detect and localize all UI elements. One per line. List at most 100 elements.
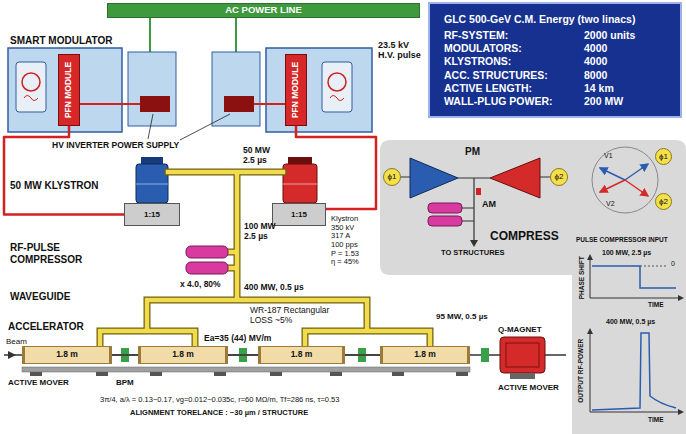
parameter-table-text: RF-SYSTEM: (444, 29, 584, 41)
klystron-body (136, 164, 168, 203)
tank-coil (328, 73, 346, 91)
accelerating-structure: 1.8 m (380, 346, 470, 364)
phasor-vector (625, 164, 648, 180)
compressor-cavity (428, 216, 462, 226)
hv-cable (296, 126, 376, 209)
parameter-table-text: 8000 (584, 69, 635, 81)
compressor-cavity (186, 262, 228, 274)
power-note: 400 MW, 0.5 µs (244, 283, 304, 293)
output-note: TO STRUCTURES (441, 249, 505, 258)
modulation-marker (476, 188, 481, 195)
klystron-body (283, 164, 317, 203)
gain-note: x 4.0, 80% (180, 280, 221, 290)
axis-title: PHASE SHIFT (577, 256, 584, 299)
beam-pipe (345, 354, 380, 356)
pulse-transformer: 1:15 (272, 203, 326, 226)
pfn-module: PFN MODULE (58, 54, 80, 126)
waveguide (100, 172, 430, 346)
section-title: 50 MW KLYSTRON (10, 180, 99, 192)
accelerating-structure: 1.8 m (258, 346, 345, 364)
beam-arrow (8, 351, 16, 359)
active-mover (270, 372, 282, 376)
accelerating-structure-text: 1.8 m (414, 350, 436, 360)
plot-annotation: 100 MW, 2.5 µs (602, 249, 651, 257)
hybrid-line (458, 178, 490, 242)
parameter-table-text: WALL-PLUG POWER: (444, 95, 584, 107)
feed-line (149, 16, 151, 52)
tank-coil (22, 73, 40, 91)
pfn-module-text: PFN MODULE (64, 62, 74, 118)
phasor-vector (625, 180, 648, 196)
bpm-block (481, 348, 489, 362)
active-mover (456, 372, 468, 376)
gradient-note: Ea=35 (44) MV/m (204, 334, 271, 344)
axis-title: TIME (648, 301, 664, 308)
leader-line (180, 114, 230, 140)
beam-pipe (228, 354, 258, 356)
parameter-table-text: GLC 500-GeV C.M. Energy (two linacs) (444, 13, 635, 25)
inverter-block (140, 96, 170, 112)
active-mover (150, 372, 162, 376)
axis-arrow (587, 328, 684, 415)
signal-line (401, 177, 410, 178)
klystron-band (283, 184, 317, 185)
waveguide-note: WR-187 Rectangular LOSS ~5% (250, 306, 346, 326)
waveguide (100, 172, 430, 346)
tank-coil (330, 96, 344, 101)
beam-label: Beam (6, 337, 27, 346)
section-title: ACCELERATOR (8, 321, 84, 333)
zero-reference (640, 266, 667, 267)
phase-input: ϕ1 (383, 168, 401, 186)
active-mover (510, 373, 535, 379)
klystron-cap (288, 157, 312, 164)
inverter-housing (212, 52, 260, 126)
hv-cable (80, 103, 140, 105)
quadrupole-magnet (500, 337, 545, 373)
feed-line (235, 16, 237, 52)
phase-marker-text: ϕ1 (659, 152, 668, 161)
output-arrow (470, 240, 478, 247)
plot-title: PULSE COMPRESSOR INPUT (576, 236, 668, 243)
active-mover (392, 372, 404, 376)
parameter-table-text: ACC. STRUCTURES: (444, 69, 584, 81)
signal-line (540, 177, 550, 178)
accelerating-structure-text: 1.8 m (56, 350, 78, 360)
parameter-table-text: 4000 (584, 55, 635, 67)
power-trace (592, 333, 676, 410)
power-line-band: AC POWER LINE (107, 3, 420, 18)
part-name: PM (465, 146, 480, 158)
phase-input: ϕ2 (550, 168, 568, 186)
accelerating-structure-text: 1.8 m (172, 350, 194, 360)
parameter-table: GLC 500-GeV C.M. Energy (two linacs) RF-S… (428, 2, 682, 118)
parameter-table-text: 14 km (584, 82, 635, 94)
inverter-block (224, 96, 254, 112)
section-title: SMART MODULATOR (10, 35, 112, 47)
active-mover (214, 372, 226, 376)
power-note: 100 MW 2.5 µs (244, 222, 282, 242)
phasor-vector (600, 168, 625, 180)
beam-pipe (112, 354, 138, 356)
accelerating-structure: 1.8 m (22, 346, 112, 364)
klystron-band (136, 184, 168, 185)
tolerance-note: ALIGNMENT TORELANCE : ~30 µm / STRUCTURE (130, 409, 308, 418)
accelerating-structure: 1.8 m (138, 346, 228, 364)
axis-value: 0 (671, 260, 675, 268)
phase-input-text: ϕ1 (388, 172, 397, 181)
phase-marker: ϕ1 (655, 148, 672, 165)
parameter-table-text: 2000 units (584, 29, 635, 41)
power-note: 50 MW 2.5 µs (243, 146, 277, 166)
parameter-table-text: 4000 (584, 42, 635, 54)
hv-cable (254, 103, 285, 105)
phase-marker: ϕ2 (655, 193, 672, 210)
part-name: ACTIVE MOVER (8, 378, 69, 387)
girder (22, 367, 470, 372)
power-line-band-text: AC POWER LINE (225, 5, 302, 16)
pulse-transformer-text: 1:15 (144, 210, 160, 219)
active-mover (330, 372, 342, 376)
plot-axis (590, 333, 679, 412)
phase-trace (592, 266, 676, 288)
capacitor-tank (16, 62, 46, 112)
vector-label: V1 (604, 152, 613, 160)
magnet-core (506, 343, 539, 367)
capacitor-tank (322, 62, 352, 112)
